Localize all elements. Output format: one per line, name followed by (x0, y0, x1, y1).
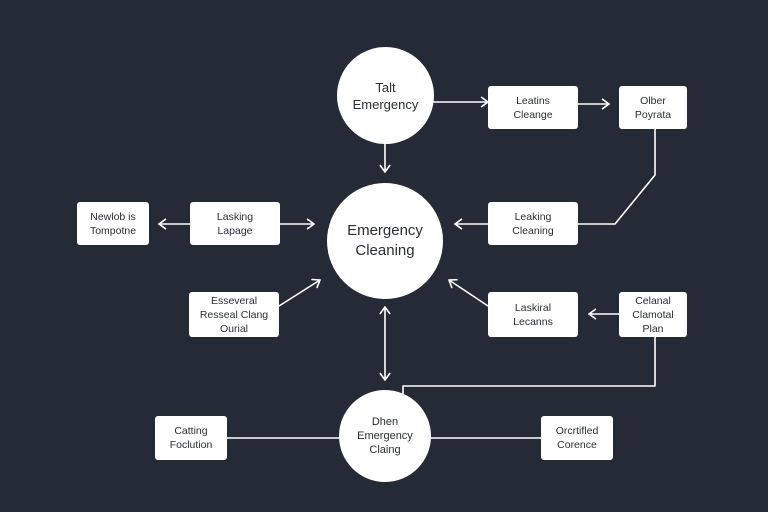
arrowhead-icon (311, 278, 321, 289)
node-label: Lasking Lapage (216, 210, 254, 237)
node-emergency-cleaning[interactable]: Emergency Cleaning (327, 183, 443, 299)
arrowhead-icon (588, 308, 597, 320)
node-label: Newlob is Tompotne (89, 210, 137, 237)
arrowhead-icon (448, 278, 458, 289)
node-laskiral-lecanns[interactable]: Laskiral Lecanns (488, 292, 578, 337)
node-label: Celanal Clamotal Plan (632, 294, 674, 335)
node-label: Laskiral Lecanns (513, 301, 553, 328)
node-olber-poyrata[interactable]: Olber Poyrata (619, 86, 687, 129)
node-leatins-cleange[interactable]: Leatins Cleange (488, 86, 578, 129)
node-label: Catting Foclution (169, 425, 213, 451)
arrowhead-icon (306, 218, 315, 230)
node-label: Orcrtifled Corence (555, 425, 599, 451)
arrowhead-icon (379, 372, 391, 381)
arrowhead-icon (379, 306, 391, 315)
node-esseveral-reseal[interactable]: Esseveral Resseal Clang Ourial (189, 292, 279, 337)
edge-olber-poyrata-to-leaking-cleaning (577, 128, 656, 225)
arrowhead-icon (158, 218, 167, 230)
node-dhen-emergency-claing[interactable]: Dhen Emergency Claing (339, 390, 431, 482)
node-lasking-lapage[interactable]: Lasking Lapage (190, 202, 280, 245)
edge-laskiral-lecanns-to-emergency-cleaning (448, 279, 489, 307)
node-label: Leatins Cleange (513, 94, 553, 121)
node-label: Leaking Cleaning (512, 210, 554, 237)
node-catting-foclution[interactable]: Catting Foclution (155, 416, 227, 460)
node-celanal-cramotal-plan[interactable]: Celanal Clamotal Plan (619, 292, 687, 337)
node-label: Esseveral Resseal Clang Ourial (199, 294, 269, 335)
node-label: Dhen Emergency Claing (357, 416, 413, 456)
arrowhead-icon (601, 98, 610, 110)
node-talt-emergency[interactable]: Talt Emergency (337, 47, 434, 144)
node-label: Olber Poyrata (634, 94, 672, 121)
edge-celanal-cramotal-plan-to-dhen-emergency-claing (402, 336, 656, 398)
node-label: Talt Emergency (352, 79, 419, 112)
node-orcrtifled-corence[interactable]: Orcrtifled Corence (541, 416, 613, 460)
node-newlob-tompotne[interactable]: Newlob is Tompotne (77, 202, 149, 245)
arrowhead-icon (379, 164, 391, 173)
node-leaking-cleaning[interactable]: Leaking Cleaning (488, 202, 578, 245)
arrowhead-icon (454, 218, 463, 230)
node-label: Emergency Cleaning (347, 222, 423, 259)
edge-esseveral-reseal-to-emergency-cleaning (278, 279, 321, 307)
